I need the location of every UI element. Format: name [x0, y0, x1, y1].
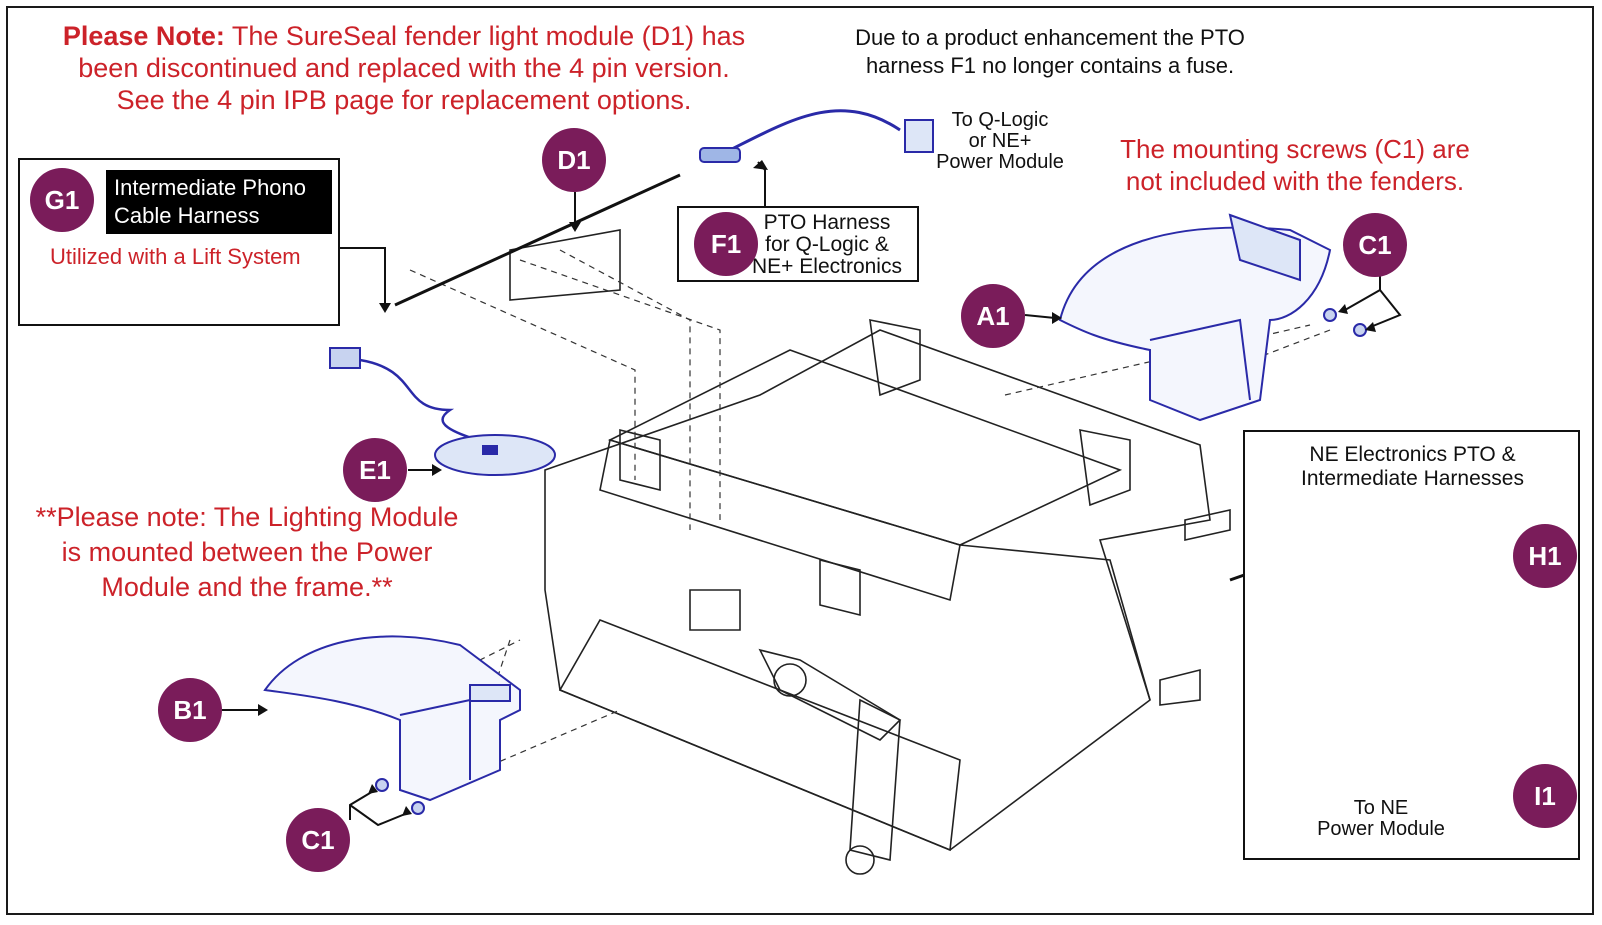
leader-c1-left [349, 789, 411, 827]
leader-g1 [340, 247, 386, 305]
callout-a1: A1 [961, 284, 1025, 348]
e1-button [482, 445, 498, 455]
diagram-frame [6, 6, 1594, 915]
lighting-module-note: **Please note: The Lighting Module is mo… [12, 500, 482, 605]
lighting-module-note-line3: Module and the frame.** [101, 572, 393, 602]
frame-tabs [619, 428, 861, 617]
arrow-heads [258, 160, 1497, 816]
caster-arm [758, 648, 902, 741]
mounting-screws-note: The mounting screws (C1) are not include… [1110, 133, 1480, 197]
frame-side-rail [959, 544, 1151, 701]
callout-h1: H1 [1513, 524, 1577, 588]
frame-base-plate [558, 619, 961, 852]
callout-g1: G1 [30, 168, 94, 232]
discontinued-note-line3: See the 4 pin IPB page for replacement o… [116, 85, 692, 115]
ne-title-line2: Intermediate Harnesses [1301, 467, 1524, 490]
ne-electronics-title: NE Electronics PTO & Intermediate Harnes… [1250, 443, 1575, 491]
discontinued-note: Please Note: The SureSeal fender light m… [24, 20, 784, 116]
lighting-module-note-line1: **Please note: The Lighting Module [35, 502, 459, 532]
module-bracket [509, 229, 621, 301]
pto-fuse-note-line1: Due to a product enhancement the PTO [855, 25, 1245, 50]
g1-title-bar: Intermediate Phono Cable Harness [106, 170, 332, 234]
fender-b1-light [469, 684, 511, 702]
note-bold-lead: Please Note: [62, 21, 225, 51]
mounting-screws-note-line1: The mounting screws (C1) are [1120, 134, 1470, 164]
discontinued-note-line2: been discontinued and replaced with the … [78, 53, 730, 83]
callout-b1: B1 [158, 678, 222, 742]
ne-title-line1: NE Electronics PTO & [1309, 443, 1516, 466]
g1-title-line2: Cable Harness [114, 203, 260, 228]
to-ne-line2: Power Module [1317, 818, 1445, 840]
g1-title-line1: Intermediate Phono [114, 175, 307, 200]
pto-fuse-note-line2: harness F1 no longer contains a fuse. [865, 53, 1235, 78]
axle-end [845, 845, 875, 875]
leader-a1 [1024, 314, 1056, 319]
axle-stubs [1159, 509, 1231, 706]
callout-c1-right: C1 [1343, 213, 1407, 277]
pto-fuse-note: Due to a product enhancement the PTO har… [840, 24, 1260, 80]
callout-f1: F1 [694, 212, 758, 276]
screw-c1-right-a [1323, 308, 1337, 322]
e1-plug [329, 347, 361, 369]
frame-outline [544, 329, 1211, 851]
pto-harness-connector [904, 119, 934, 153]
f1-label-line3: NE+ Electronics [752, 255, 902, 278]
screw-c1-left-a [375, 778, 389, 792]
frame-front-rail [599, 438, 961, 602]
to-ne-power-label: To NE Power Module [1306, 798, 1456, 840]
pivot-bolt [773, 663, 807, 697]
frame-brackets [869, 318, 1131, 507]
fender-b1 [263, 635, 521, 802]
fender-a1 [1058, 226, 1332, 422]
mount-block [689, 589, 741, 631]
callout-d1: D1 [542, 128, 606, 192]
frame-assembly [509, 229, 1231, 875]
note-line1-rest: The SureSeal fender light module (D1) ha… [224, 21, 746, 51]
f1-label-line2: for Q-Logic & [765, 233, 889, 256]
to-qlogic-line1: To Q-Logic [951, 109, 1049, 131]
callout-i1: I1 [1513, 764, 1577, 828]
discontinued-note-line1: Please Note: The SureSeal fender light m… [24, 20, 784, 52]
f1-label: PTO Harness for Q-Logic & NE+ Electronic… [742, 212, 912, 278]
screw-c1-right-b [1353, 323, 1367, 337]
lighting-module-note-line2: is mounted between the Power [61, 537, 433, 567]
to-qlogic-line3: Power Module [936, 151, 1064, 173]
to-qlogic-line2: or NE+ [968, 130, 1032, 152]
screw-c1-left-b [411, 801, 425, 815]
to-qlogic-label: To Q-Logic or NE+ Power Module [930, 110, 1070, 173]
pto-harness-plug [699, 147, 741, 163]
mounting-screws-note-line2: not included with the fenders. [1125, 166, 1465, 196]
pto-harness-cable [729, 109, 901, 152]
lower-arm [849, 698, 901, 862]
to-ne-line1: To NE [1353, 797, 1409, 819]
callout-c1-left: C1 [286, 808, 350, 872]
callout-e1: E1 [343, 438, 407, 502]
f1-label-line1: PTO Harness [763, 211, 891, 234]
g1-subtitle: Utilized with a Lift System [50, 244, 301, 269]
fender-a1-light [1228, 213, 1301, 282]
fender-a1-mount [1149, 318, 1251, 401]
